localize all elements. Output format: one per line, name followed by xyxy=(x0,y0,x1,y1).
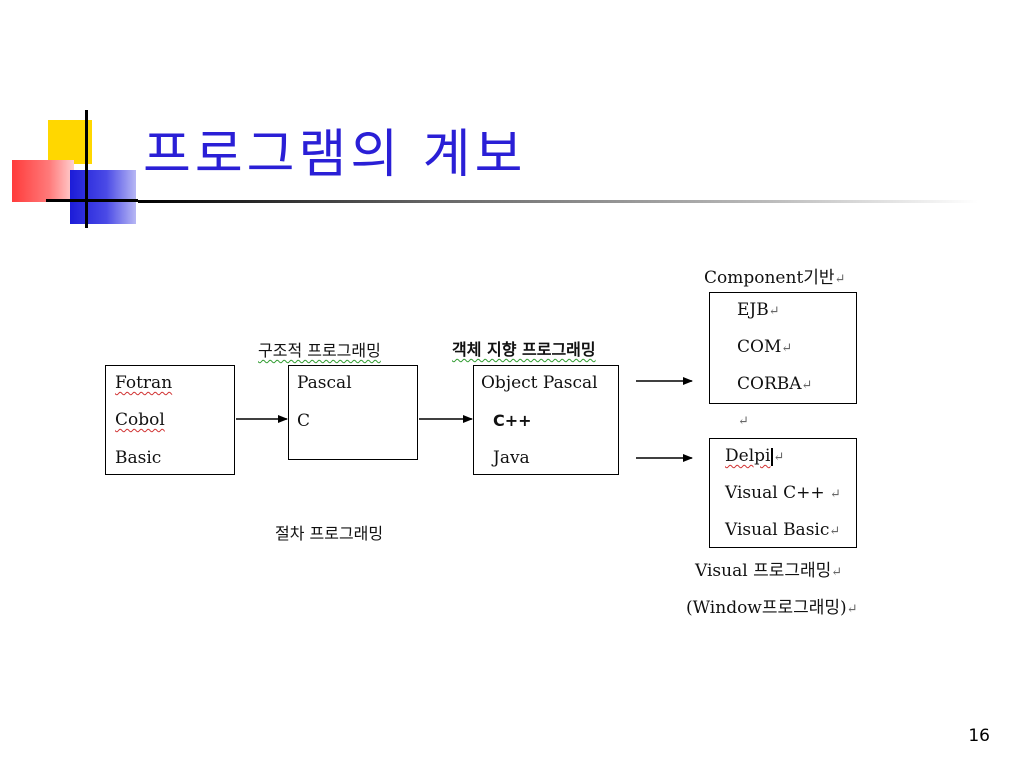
object-oriented-label: 객체 지향 프로그래밍 xyxy=(452,340,596,359)
tool-visual-cpp: Visual C++ ↵ xyxy=(725,483,841,503)
paragraph-mark: ↵ xyxy=(846,602,858,617)
lang-basic: Basic xyxy=(115,448,162,468)
tech-com: COM↵ xyxy=(737,337,793,357)
slide-title: 프로그램의 계보 xyxy=(143,125,527,185)
paragraph-mark: ↵ xyxy=(738,414,749,429)
lang-java: Java xyxy=(493,448,530,468)
tool-delpi: Delpi↵ xyxy=(725,446,785,466)
paragraph-mark: ↵ xyxy=(829,524,841,539)
component-based-label: Component기반↵ xyxy=(704,268,846,288)
lang-cpp: C++ xyxy=(493,411,532,430)
visual-tools-box xyxy=(709,438,857,548)
lang-cobol: Cobol xyxy=(115,410,165,430)
procedural-programming-label: 절차 프로그래밍 xyxy=(275,524,384,543)
text-cursor xyxy=(771,447,774,466)
title-deco-red-square xyxy=(12,160,74,202)
lang-fotran: Fotran xyxy=(115,373,173,393)
page-number: 16 xyxy=(968,726,990,746)
paragraph-mark: ↵ xyxy=(829,487,841,502)
tech-corba: CORBA↵ xyxy=(737,374,813,394)
tool-visual-basic: Visual Basic↵ xyxy=(725,520,841,540)
paragraph-mark: ↵ xyxy=(773,450,785,465)
lang-pascal: Pascal xyxy=(297,373,352,393)
structured-languages-box xyxy=(288,365,418,460)
lang-object-pascal: Object Pascal xyxy=(481,373,598,393)
paragraph-mark: ↵ xyxy=(781,341,793,356)
title-deco-vertical-line xyxy=(85,110,88,228)
title-deco-blue-square xyxy=(70,170,136,224)
paragraph-mark: ↵ xyxy=(801,378,813,393)
title-deco-horizontal-line xyxy=(46,199,138,202)
component-tech-box xyxy=(709,292,857,404)
window-programming-label: (Window프로그래밍)↵ xyxy=(686,598,858,618)
visual-programming-label: Visual 프로그래밍↵ xyxy=(695,561,843,581)
paragraph-mark: ↵ xyxy=(768,304,780,319)
title-deco-yellow-square xyxy=(48,120,92,164)
paragraph-mark: ↵ xyxy=(831,565,843,580)
oop-languages-box xyxy=(473,365,619,475)
title-rule xyxy=(138,200,978,203)
procedural-languages-box xyxy=(105,365,235,475)
structured-programming-label: 구조적 프로그래밍 xyxy=(258,341,381,360)
paragraph-mark: ↵ xyxy=(834,272,846,287)
tech-ejb: EJB↵ xyxy=(737,300,780,320)
lang-c: C xyxy=(297,411,311,431)
